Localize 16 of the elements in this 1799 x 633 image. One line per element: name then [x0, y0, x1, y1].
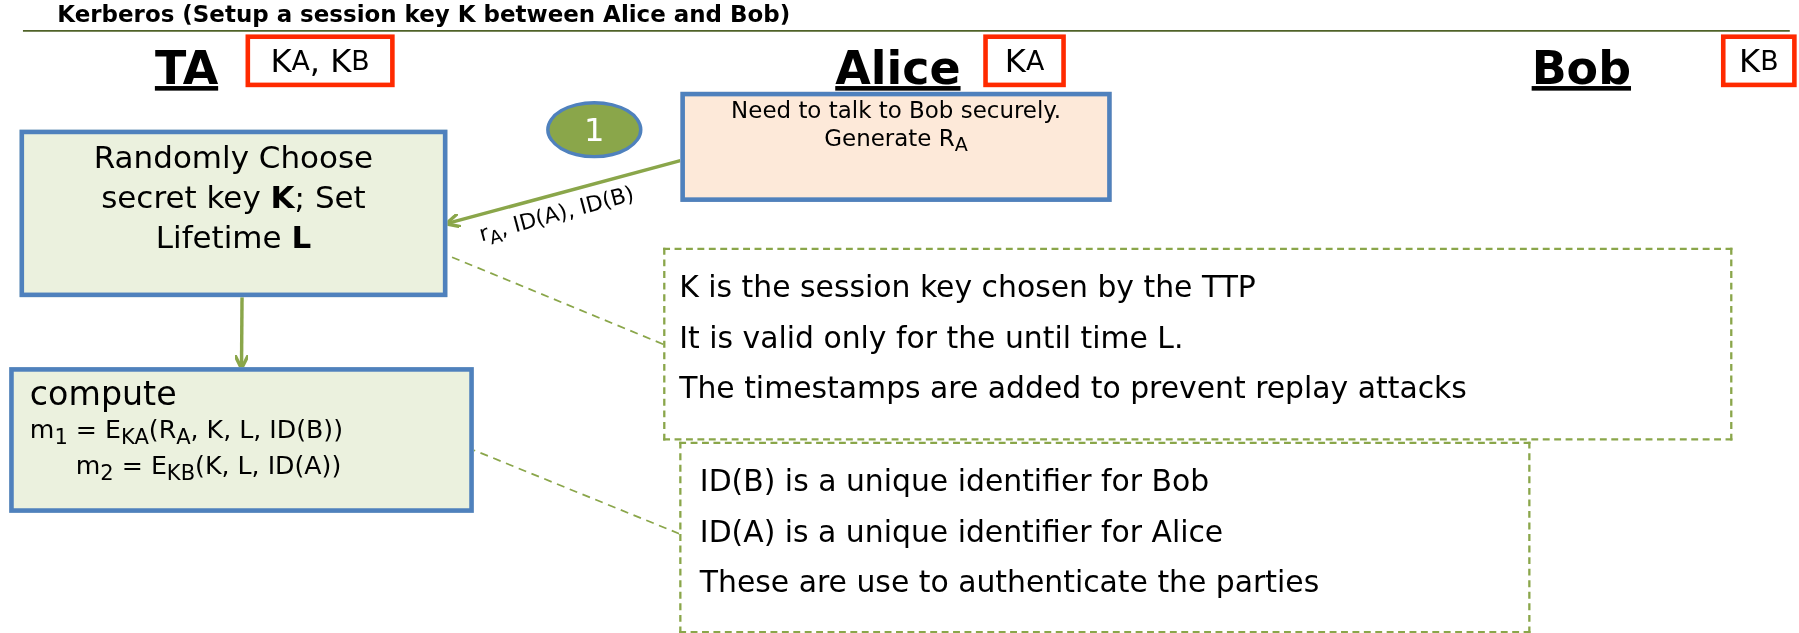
process-box: Randomly Choose secret key K; Set Lifetime L — [19, 129, 448, 298]
note-text: ID(A) is a unique identifier for Alice — [699, 513, 1225, 551]
slide-title: Kerberos (Setup a session key K between Alice and Bob) — [57, 0, 791, 28]
formula: m$_{2}$ = E$_{KB}$(K, L, ID(A)) — [74, 451, 343, 486]
party-heading: Bob — [1531, 41, 1631, 95]
leader-line — [472, 449, 681, 535]
party-heading: TA — [154, 41, 219, 95]
note-text: The timestamps are added to prevent replay attacks — [679, 370, 1468, 408]
process-box: Need to talk to Bob securely. Generate R$_{A}$ — [680, 91, 1112, 202]
note-text: These are use to authenticate the parties — [699, 563, 1321, 602]
step-title: compute — [29, 374, 178, 414]
note-text: It is valid only for the until time L. — [679, 319, 1185, 357]
note-text: K is the session key chosen by the TTP — [679, 268, 1257, 307]
step-number: 1 — [546, 100, 643, 159]
formula: m$_{1}$ = E$_{KA}$(R$_{A}$, K, L, ID(B)) — [29, 415, 345, 450]
note-text: ID(B) is a unique identifier for Bob — [699, 462, 1211, 500]
